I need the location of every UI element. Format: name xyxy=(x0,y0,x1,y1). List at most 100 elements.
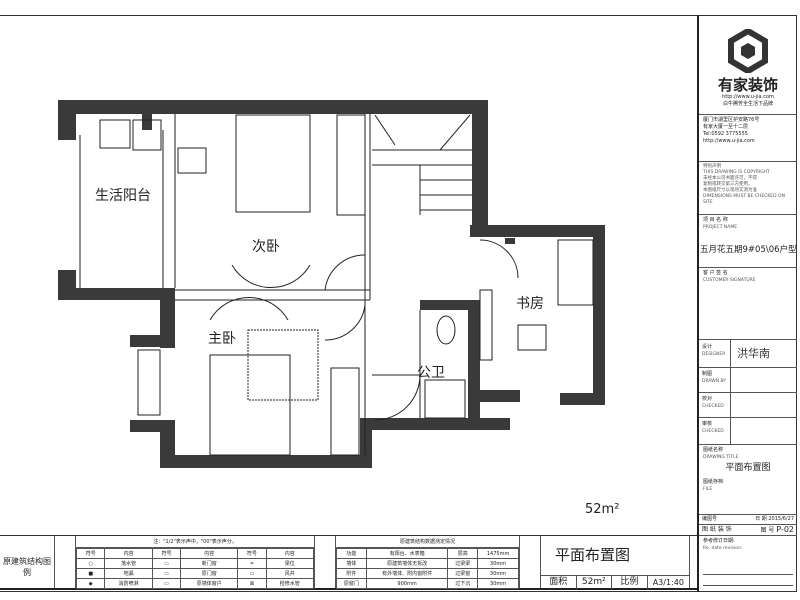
customer-label: 客 户 签 名 xyxy=(703,270,728,276)
legend-symbol: ═ xyxy=(237,558,267,569)
condition-cell: 过梁梁 xyxy=(447,558,479,569)
date-label: 日 期 xyxy=(755,516,767,522)
website: http://www.u-jia.com xyxy=(703,138,755,144)
project-label-en: PROJECT NAME xyxy=(703,225,738,230)
room-label-bathroom: 公卫 xyxy=(417,365,445,381)
room-label-master-bedroom: 主卧 xyxy=(208,331,236,347)
legend-symbol: ■ xyxy=(75,568,106,579)
legend-text: 消防喷淋 xyxy=(104,578,153,589)
condition-cell: 功能 xyxy=(336,548,367,559)
revision-label-en: Re. date revision: xyxy=(703,546,743,551)
condition-cell: 30mm xyxy=(477,568,519,579)
drawn-by-label-en: DRAWN BY xyxy=(702,379,727,384)
condition-cell: 有阳台、水表箱 xyxy=(365,548,449,559)
walls xyxy=(58,100,605,468)
legend-header: 符号 xyxy=(75,548,106,559)
file-label-en: FILE xyxy=(703,487,713,492)
legend-header: 符号 xyxy=(151,548,182,559)
condition-cell: 30mm xyxy=(477,578,519,589)
legend-text: 地漏 xyxy=(104,568,153,579)
website: http://www.u-jia.com xyxy=(722,94,774,100)
floor-area: 52m² xyxy=(585,502,620,517)
address-line: 有家大厦一至十二层 xyxy=(703,124,749,130)
drawing-frame xyxy=(0,15,797,592)
designer-label-en: DESIGNER xyxy=(702,352,726,357)
legend-text: 新门窗 xyxy=(180,558,239,569)
notice-line: DIMENSIONS MUST BE CHECKED ON SITE xyxy=(703,194,785,205)
legend-text: 风井 xyxy=(265,568,315,579)
revision-label: 参考修订日期: xyxy=(703,538,735,544)
project-label: 项 目 名 称 xyxy=(703,217,728,223)
customer-label-en: CUSTOMER SIGNATURE xyxy=(703,278,756,283)
legend-note: 注："1/2"表示声中，"00"表示声分。 xyxy=(76,536,314,548)
address-line: 厦门市湖里区护安路76号 xyxy=(703,117,760,123)
checked-label: 校对 xyxy=(702,396,713,402)
notice-line: 本图纸尺寸以现场实测为准 xyxy=(703,188,757,193)
legend-symbol: ⊠ xyxy=(237,578,267,589)
drawn-by-label: 制图 xyxy=(702,371,713,377)
conditions-title: 原建筑结构数据测定情况 xyxy=(336,536,519,548)
notice-line: THIS DRAWING IS COPYRIGHT xyxy=(703,170,770,175)
sheet-label: 图 纸 装 饰 xyxy=(702,526,732,533)
sheet-title: 平面布置图 xyxy=(541,536,689,576)
designer-name: 洪华南 xyxy=(737,347,770,360)
project-name: 五月花五期9#05\06户型 xyxy=(700,245,797,255)
sheet-no-label: 图 号 xyxy=(760,527,775,534)
legend-strip: 原建筑结构图例 注："1/2"表示声中，"00"表示声分。 符号内容符号内容符号… xyxy=(0,535,697,590)
condition-cell: 过梁窗 xyxy=(447,568,479,579)
notice-line: 未经本公司书面许可，不得 xyxy=(703,176,757,181)
legend-text: 落水管 xyxy=(104,558,153,569)
slogan: 白牛腾芳全生活下品牌 xyxy=(722,101,773,107)
notice-line: 复制或转交第三方使用。 xyxy=(703,182,753,187)
drawing-name-label: 图纸名称 xyxy=(703,447,724,453)
floor-plan xyxy=(58,100,605,468)
sheet-number: P-02 xyxy=(776,525,794,534)
legend-symbol: ▭ xyxy=(237,568,267,579)
legend-title: 原建筑结构图例 xyxy=(0,536,55,588)
telephone: Tel:0592 3775555 xyxy=(703,131,748,137)
area-label: 面积 xyxy=(541,576,577,589)
condition-cell: 原建筑墙体无拆改 xyxy=(365,558,449,569)
legend-text: 检修水管 xyxy=(265,578,315,589)
legend-header: 内容 xyxy=(104,548,153,559)
legend-header: 内容 xyxy=(180,548,239,559)
review-label: 审核 xyxy=(702,421,713,427)
legend-symbol: ▭ xyxy=(151,558,182,569)
scale-label: 比例 xyxy=(612,576,648,589)
drawing-name: 平面布置图 xyxy=(725,463,771,473)
hexagon-logo-icon xyxy=(728,27,768,75)
legend-symbol: ▭ xyxy=(151,568,182,579)
title-block: 有家装饰 http://www.u-jia.com 白牛腾芳全生活下品牌 厦门市… xyxy=(697,15,797,592)
legend-text: 原门窗 xyxy=(180,568,239,579)
room-label-balcony: 生活阳台 xyxy=(95,188,151,204)
legend-text: 梁位 xyxy=(265,558,315,569)
room-label-study: 书房 xyxy=(516,296,544,312)
company-name: 有家装饰 xyxy=(717,76,778,94)
legend-symbol: ○ xyxy=(75,558,106,569)
condition-cell: 900mm xyxy=(365,578,449,589)
checked-label-en: CHECKED xyxy=(702,404,724,409)
legend-header: 内容 xyxy=(265,548,315,559)
condition-cell: 过下沉 xyxy=(447,578,479,589)
condition-cell: 层高 xyxy=(447,548,479,559)
company-logo-block: 有家装饰 http://www.u-jia.com 白牛腾芳全生活下品牌 xyxy=(699,15,797,115)
interior-lines xyxy=(79,114,594,456)
legend-symbol: ▭ xyxy=(151,578,182,589)
condition-cell: 30mm xyxy=(477,558,519,569)
condition-cell: 1475mm xyxy=(477,548,519,559)
legend-symbol: ◆ xyxy=(75,578,106,589)
number-label: 编图号 xyxy=(702,516,718,522)
legend-table: 符号内容符号内容符号内容 ○落水管▭新门窗═梁位 ■地漏▭原门窗▭风井 ◆消防喷… xyxy=(75,548,315,589)
notice-title: 特别声明 xyxy=(703,164,721,169)
designer-label: 设计 xyxy=(702,344,713,350)
scale-value: A3/1:40 xyxy=(652,578,684,587)
condition-cell: 有外墙体、附内窗附件 xyxy=(365,568,449,579)
condition-cell: 附件 xyxy=(336,568,367,579)
date: 2015/6/27 xyxy=(768,516,794,522)
drawing-name-label-en: DRAWING TITLE xyxy=(703,455,739,460)
condition-cell: 原窗门 xyxy=(336,578,367,589)
condition-cell: 墙体 xyxy=(336,558,367,569)
legend-text: 原墙体窗户 xyxy=(180,578,239,589)
area-value: 52m² xyxy=(577,576,613,589)
